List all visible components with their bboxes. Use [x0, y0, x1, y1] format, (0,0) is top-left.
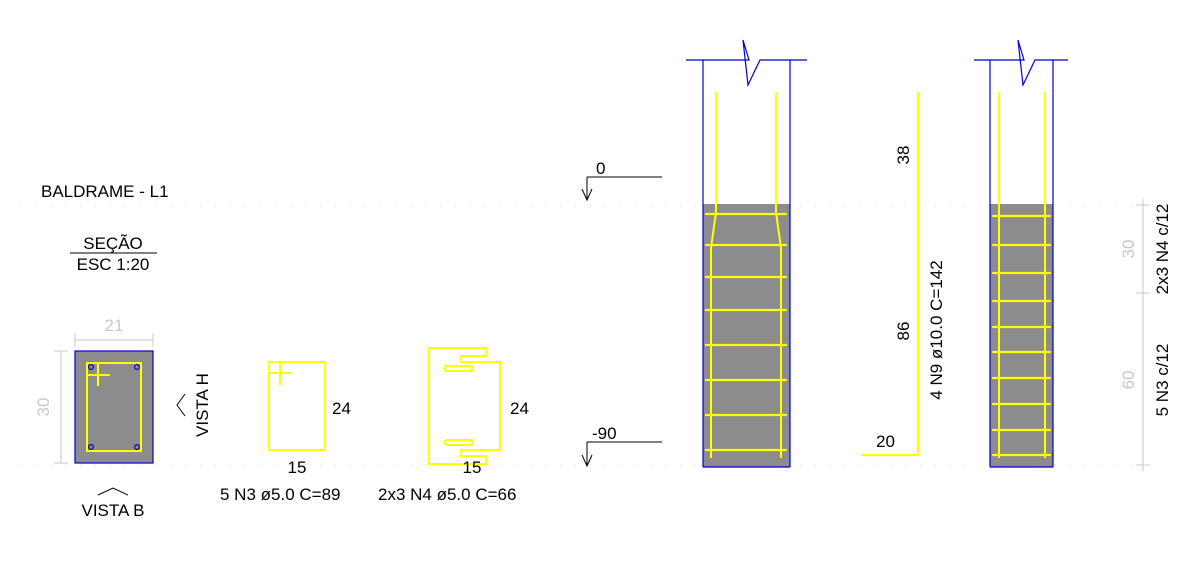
column-outline-2 — [974, 39, 1068, 468]
footing-concrete-1 — [703, 204, 790, 467]
column-outline-1 — [686, 39, 807, 468]
footing-concrete-2 — [990, 204, 1053, 467]
stirrup-n3-hook — [269, 362, 292, 385]
stirrup-n3-width-label: 15 — [288, 458, 307, 477]
bar-n9-caption: 4 N9 ø10.0 C=142 — [927, 260, 946, 399]
level-marker-top — [581, 176, 662, 202]
stirrup-n4-caption: 2x3 N4 ø5.0 C=66 — [378, 485, 516, 504]
stirrup-lines-2 — [991, 214, 1052, 457]
view-h-label: VISTA H — [193, 373, 212, 437]
stirrup-n4-shape — [428, 347, 501, 465]
drawing-title: BALDRAME - L1 — [41, 182, 169, 201]
section-height-dimension — [54, 350, 68, 464]
spacing-upper-caption: 2x3 N4 c/12 — [1153, 204, 1172, 295]
section-heading: SEÇÃO — [83, 234, 143, 253]
column-elevation-2 — [974, 39, 1068, 468]
level-bottom-label: -90 — [592, 424, 617, 443]
view-b-arrow — [97, 487, 129, 496]
column-elevation-1 — [686, 39, 807, 468]
view-b-label: VISTA B — [82, 501, 145, 520]
bar-n9-hook-length: 20 — [876, 432, 895, 451]
longitudinal-bars-2 — [998, 92, 1046, 458]
level-top-label: 0 — [596, 159, 605, 178]
section-height-label: 30 — [34, 398, 53, 417]
bar-n9-top-length: 38 — [894, 146, 913, 165]
section-scale: ESC 1:20 — [77, 255, 150, 274]
stirrup-lines-1 — [704, 212, 788, 452]
section-bars — [87, 364, 141, 451]
view-h-arrow — [176, 393, 186, 417]
stirrup-n4-width-label: 15 — [463, 458, 482, 477]
spacing-upper-label: 30 — [1119, 240, 1138, 259]
section-stirrup — [86, 362, 142, 452]
spacing-lower-caption: 5 N3 c/12 — [1153, 344, 1172, 417]
section-stirrup-hook — [87, 363, 110, 386]
bar-n9-shape — [861, 92, 920, 457]
bar-n9-lower-length: 86 — [894, 322, 913, 341]
section-width-dimension — [74, 333, 154, 347]
level-marker-bottom — [581, 441, 662, 468]
reference-lines — [20, 204, 1150, 466]
spacing-lower-label: 60 — [1119, 371, 1138, 390]
stirrup-n3-shape — [268, 361, 326, 451]
stirrup-n3-caption: 5 N3 ø5.0 C=89 — [220, 485, 341, 504]
stirrup-n4-height-label: 24 — [510, 399, 529, 418]
section-width-label: 21 — [105, 316, 124, 335]
longitudinal-bars-1 — [710, 92, 782, 458]
stirrup-n3-height-label: 24 — [332, 399, 351, 418]
spacing-dimension — [1136, 199, 1150, 471]
